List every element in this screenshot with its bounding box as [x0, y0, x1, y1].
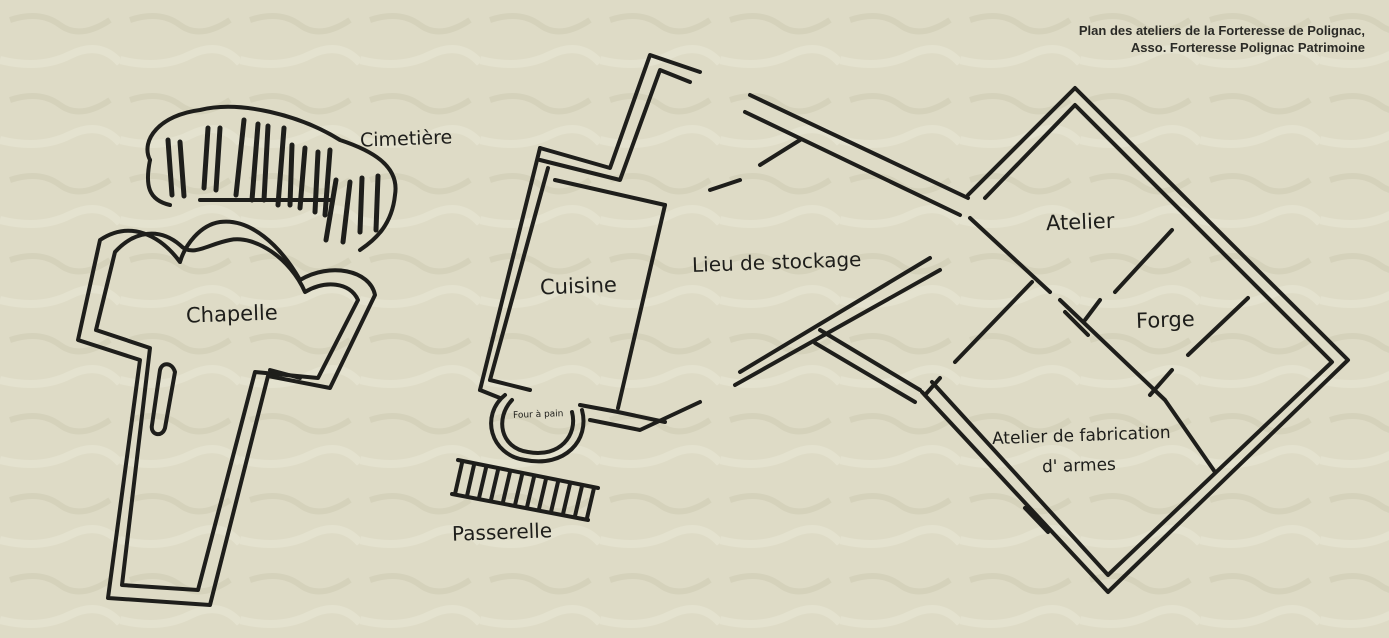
label-chapelle: Chapelle: [185, 300, 279, 328]
label-cuisine: Cuisine: [539, 272, 618, 300]
label-four-a-pain: Four à pain: [512, 409, 564, 421]
label-atelier: Atelier: [1045, 208, 1115, 236]
credit-line-1: Plan des ateliers de la Forteresse de Po…: [1078, 23, 1365, 38]
chapelle-building: [76, 219, 377, 607]
passerelle-walkway: [450, 458, 600, 522]
cimetiere-area: [145, 104, 398, 252]
label-forge: Forge: [1135, 306, 1196, 334]
label-armes-line2: d' armes: [1041, 454, 1117, 478]
credit-line-2: Asso. Forteresse Polignac Patrimoine: [1130, 40, 1365, 55]
atelier-complex: [920, 86, 1350, 594]
four-a-pain: [489, 393, 586, 464]
stockage-corridor: [733, 93, 970, 404]
label-cimetiere: Cimetière: [359, 126, 453, 152]
cuisine-building: [478, 53, 742, 432]
label-passerelle: Passerelle: [451, 518, 553, 546]
map-credit: Plan des ateliers de la Forteresse de Po…: [1079, 22, 1365, 56]
